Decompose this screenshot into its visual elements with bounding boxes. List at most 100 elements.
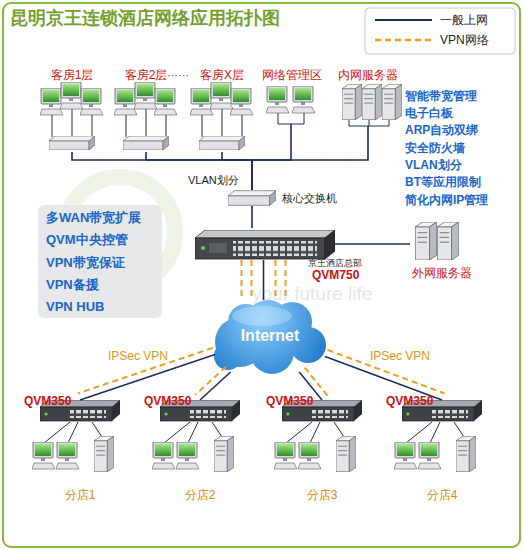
- network-link: [78, 348, 215, 400]
- management-area: 网络管理区: [262, 68, 320, 124]
- network-link: [146, 152, 252, 190]
- cloud-highlight: [232, 306, 292, 326]
- node-text: 分店1: [30, 488, 130, 502]
- node-text: 多WAN带宽扩展: [46, 210, 141, 226]
- node-text: 京王酒店总部: [308, 258, 362, 269]
- legend-text: VPN网络: [440, 33, 489, 47]
- server-group: 外网服务器: [410, 222, 472, 280]
- core-switch: [228, 191, 276, 206]
- legend-line-sample: [375, 19, 432, 21]
- wire: [222, 109, 223, 137]
- node-text: VPN备援: [46, 277, 99, 293]
- pc: [176, 442, 199, 469]
- wire: [166, 115, 167, 137]
- branch-site: QVM350分店3: [272, 400, 372, 504]
- server: [214, 436, 234, 472]
- wire: [242, 115, 243, 137]
- wire: [202, 115, 203, 137]
- branch-site: QVM350分店1: [30, 400, 130, 504]
- node-text: 客房2层: [112, 68, 180, 82]
- pc: [154, 88, 177, 115]
- wire: [349, 120, 389, 126]
- node-text: QVM350: [386, 394, 433, 408]
- vpn-link-line: [251, 260, 253, 300]
- vpn-link-line: [78, 348, 213, 393]
- network-link-line: [251, 206, 253, 228]
- internet-cloud: Internet: [215, 300, 325, 372]
- feature-item: VLAN划分: [405, 158, 462, 172]
- node-text: 核心交换机: [282, 192, 337, 205]
- feature-box: 多WAN带宽扩展 QVM中央控管 VPN带宽保证 VPN备援 VPN HUB: [38, 205, 162, 318]
- pc: [80, 88, 103, 115]
- node-text: VPN带宽保证: [46, 255, 125, 271]
- server: [362, 84, 382, 120]
- pc: [298, 442, 321, 469]
- network-link-line: [146, 152, 252, 190]
- server: [94, 436, 114, 472]
- pc: [152, 442, 175, 469]
- internet-cloud: [214, 300, 326, 374]
- network-link: [72, 152, 252, 190]
- hq-router: [195, 230, 335, 259]
- floor-switch: [199, 136, 245, 150]
- node-text: QVM中央控管: [46, 232, 128, 248]
- edge-label: IPSec VPN: [108, 349, 168, 363]
- node-text: QVM750: [312, 268, 359, 282]
- node-text: 外网服务器: [412, 266, 472, 280]
- server-group: 内网服务器: [338, 68, 398, 126]
- network-link-line: [252, 124, 291, 190]
- node-text: 客房1层: [38, 68, 106, 82]
- network-link: [252, 126, 368, 190]
- pc: [210, 82, 233, 109]
- pc: [60, 82, 83, 109]
- link-note: VLAN划分: [188, 174, 239, 187]
- network-link: [195, 367, 230, 400]
- pc: [266, 86, 289, 113]
- network-link: [325, 350, 444, 400]
- node-text: VPN HUB: [46, 299, 105, 315]
- vpn-link-line: [285, 260, 287, 300]
- network-link-line: [72, 152, 252, 190]
- feature-item: 简化内网IP管理: [405, 193, 488, 207]
- network-link-line: [252, 126, 368, 190]
- feature-item: BT等应用限制: [405, 175, 481, 189]
- pc: [40, 88, 63, 115]
- ellipsis-mark: ······: [167, 69, 189, 82]
- vpn-link-line: [305, 368, 328, 396]
- floor-group: 客房X层: [188, 68, 256, 152]
- legend-box: [365, 8, 515, 54]
- pc: [418, 442, 441, 469]
- server: [437, 222, 458, 260]
- network-link: [252, 206, 253, 228]
- node-text: 客房X层: [188, 68, 256, 82]
- node-text: 网络管理区: [262, 68, 320, 82]
- server: [336, 436, 356, 472]
- floor-switch: [123, 136, 169, 150]
- wire: [126, 115, 127, 137]
- cloud-lobe: [214, 342, 242, 370]
- node-text: QVM350: [24, 394, 71, 408]
- outer-border: [3, 3, 520, 547]
- network-link-line: [263, 260, 265, 300]
- wire: [52, 115, 53, 137]
- pc: [114, 88, 137, 115]
- pc: [274, 442, 297, 469]
- node-text: Internet: [215, 326, 325, 345]
- vpn-link-line: [327, 350, 444, 394]
- pc: [230, 88, 253, 115]
- pc: [32, 442, 55, 469]
- legend-text: 一般上网: [440, 13, 488, 27]
- network-link-line: [335, 243, 410, 245]
- wire: [92, 115, 93, 137]
- pc: [134, 82, 157, 109]
- vpn-link-line: [241, 260, 243, 300]
- feature-item: ARP自动双绑: [405, 123, 478, 137]
- wire: [72, 109, 73, 137]
- node-text: QVM350: [144, 394, 191, 408]
- branch-site: QVM350分店2: [150, 400, 250, 504]
- floor-group: 客房2层: [112, 68, 180, 152]
- vpn-link-line: [275, 260, 277, 300]
- node-text: 分店2: [150, 488, 250, 502]
- branch-site: QVM350分店4: [392, 400, 492, 504]
